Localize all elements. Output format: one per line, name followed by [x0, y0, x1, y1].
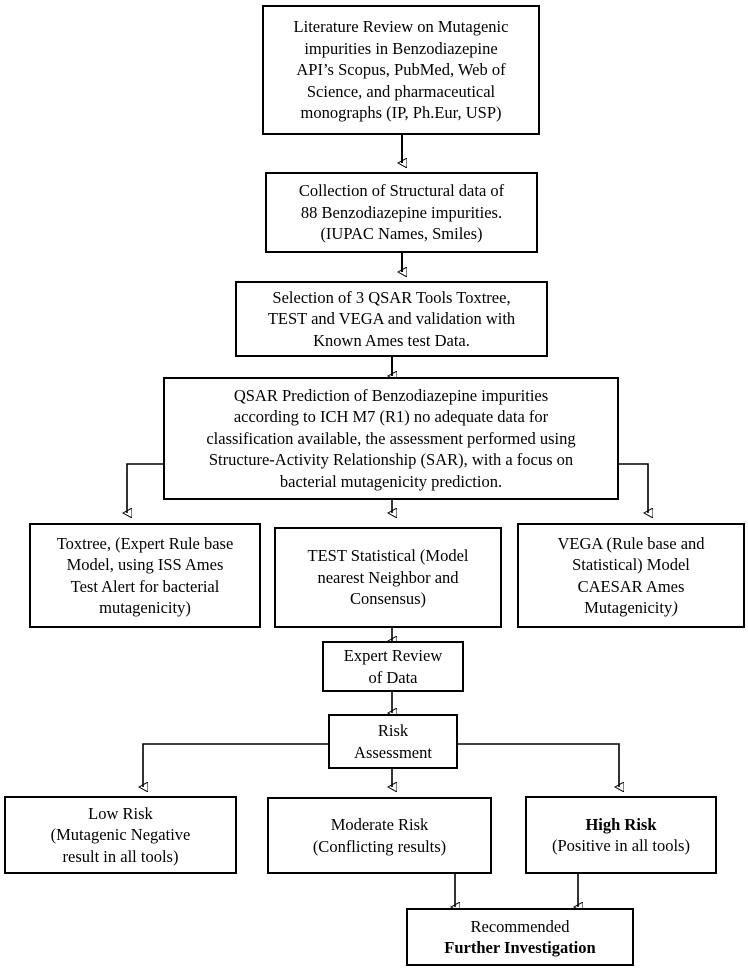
- literature-review-line-3: API’s Scopus, PubMed, Web of: [296, 60, 506, 80]
- collection-line-1: Collection of Structural data of: [298, 181, 505, 201]
- connector-qsar-to-toxtree: [127, 463, 163, 513]
- moderate-risk-line-2: (Conflicting results): [312, 836, 447, 856]
- node-recommendation[interactable]: Recommended Further Investigation: [406, 908, 634, 966]
- test-line-3: Consensus): [349, 589, 427, 609]
- node-expert-review[interactable]: Expert Review of Data: [322, 641, 464, 692]
- risk-assessment-line-2: Assessment: [354, 742, 432, 762]
- node-test-statistical[interactable]: TEST Statistical (Model nearest Neighbor…: [274, 527, 502, 628]
- vega-line-4-text: Mutagenicity: [584, 597, 673, 617]
- low-risk-line-3: result in all tools): [62, 846, 179, 866]
- node-low-risk[interactable]: Low Risk (Mutagenic Negative result in a…: [4, 796, 237, 874]
- low-risk-line-2: (Mutagenic Negative: [50, 825, 191, 845]
- node-toxtree[interactable]: Toxtree, (Expert Rule base Model, using …: [29, 523, 261, 628]
- toxtree-line-2: Model, using ISS Ames: [66, 555, 224, 575]
- recommendation-line-2: Further Investigation: [444, 938, 596, 957]
- node-risk-assessment[interactable]: Risk Assessment: [328, 714, 458, 769]
- node-vega[interactable]: VEGA (Rule base and Statistical) Model C…: [517, 523, 745, 628]
- vega-line-4: Mutagenicity): [524, 597, 738, 618]
- selection-line-3: Known Ames test Data.: [313, 330, 470, 350]
- qsar-prediction-line-5: bacterial mutagenicity prediction.: [279, 471, 503, 491]
- connector-qsar-to-vega: [619, 463, 648, 513]
- risk-assessment-line-1: Risk: [377, 721, 409, 741]
- literature-review-line-2: impurities in Benzodiazepine: [304, 38, 498, 58]
- expert-review-line-1: Expert Review: [343, 646, 443, 666]
- recommendation-line-1: Recommended: [470, 916, 570, 936]
- high-risk-line-2: (Positive in all tools): [552, 836, 690, 855]
- qsar-prediction-line-1: QSAR Prediction of Benzodiazepine impuri…: [233, 385, 549, 405]
- expert-review-line-2: of Data: [368, 667, 418, 687]
- node-literature-review[interactable]: Literature Review on Mutagenic impuritie…: [262, 5, 540, 135]
- test-line-1: TEST Statistical (Model: [307, 546, 469, 566]
- high-risk-line-1: High Risk: [585, 814, 657, 834]
- node-qsar-prediction[interactable]: QSAR Prediction of Benzodiazepine impuri…: [163, 377, 619, 500]
- selection-line-2: TEST and VEGA and validation with: [267, 309, 516, 329]
- vega-line-4-paren: ): [672, 597, 678, 617]
- qsar-prediction-line-2: according to ICH M7 (R1) no adequate dat…: [233, 407, 549, 427]
- collection-line-3: (IUPAC Names, Smiles): [320, 224, 483, 244]
- literature-review-line-5: monographs (IP, Ph.Eur, USP): [300, 103, 502, 123]
- node-collection-structural-data[interactable]: Collection of Structural data of 88 Benz…: [265, 172, 538, 253]
- vega-line-1: VEGA (Rule base and: [557, 533, 705, 553]
- literature-review-line-4: Science, and pharmaceutical: [306, 81, 496, 101]
- toxtree-line-4: mutagenicity): [99, 597, 191, 617]
- vega-line-3: CAESAR Ames: [577, 576, 685, 596]
- collection-line-2: 88 Benzodiazepine impurities.: [300, 202, 503, 222]
- low-risk-line-1: Low Risk: [88, 803, 153, 823]
- node-selection-qsar-tools[interactable]: Selection of 3 QSAR Tools Toxtree, TEST …: [235, 281, 548, 357]
- toxtree-line-1: Toxtree, (Expert Rule base: [56, 533, 234, 553]
- vega-line-2: Statistical) Model: [572, 555, 690, 575]
- toxtree-line-3: Test Alert for bacterial: [70, 576, 220, 596]
- selection-line-1: Selection of 3 QSAR Tools Toxtree,: [272, 287, 511, 307]
- node-high-risk[interactable]: High Risk (Positive in all tools): [525, 796, 717, 874]
- moderate-risk-line-1: Moderate Risk: [330, 815, 429, 835]
- literature-review-line-1: Literature Review on Mutagenic: [293, 17, 509, 37]
- connector-risk-to-low: [143, 743, 328, 787]
- qsar-prediction-line-3: classification available, the assessment…: [206, 428, 576, 448]
- node-moderate-risk[interactable]: Moderate Risk (Conflicting results): [267, 797, 492, 874]
- test-line-2: nearest Neighbor and: [317, 567, 459, 587]
- connector-risk-to-high: [458, 743, 619, 787]
- qsar-prediction-line-4: Structure-Activity Relationship (SAR), w…: [208, 450, 574, 470]
